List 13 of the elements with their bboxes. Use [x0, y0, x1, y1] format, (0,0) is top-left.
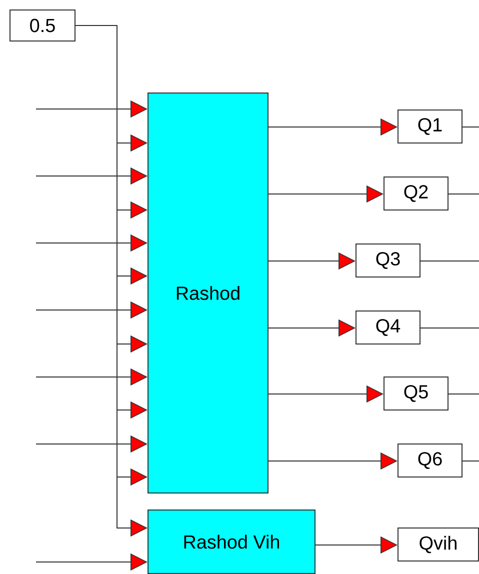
- output-box: Q4: [356, 310, 420, 344]
- output-box: Q2: [384, 176, 448, 210]
- block-box: Rashod Vih: [148, 510, 316, 574]
- connector: [462, 460, 479, 462]
- connector: [420, 260, 479, 262]
- output-box: Q5: [384, 376, 448, 410]
- output-box: Q3: [356, 244, 420, 278]
- output-box: Qvih: [398, 528, 479, 562]
- block-box: Rashod: [148, 92, 268, 494]
- output-box: Q1: [398, 110, 462, 144]
- output-box: Q6: [398, 444, 462, 478]
- connector: [462, 126, 479, 128]
- constant-box: 0.5: [10, 10, 76, 42]
